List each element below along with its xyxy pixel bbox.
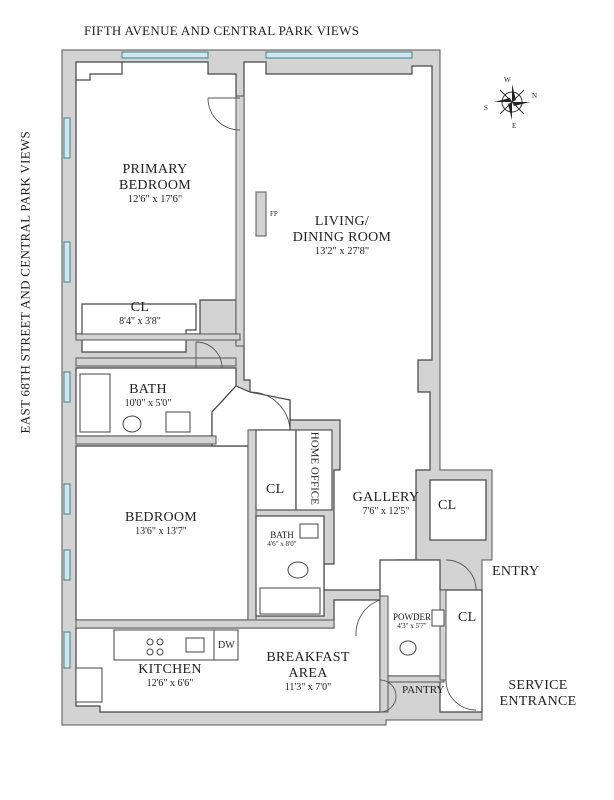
powder-dims: 4'3" x 5'7" [397, 622, 427, 631]
partition-entry [379, 595, 389, 713]
compass-n: N [532, 92, 538, 100]
sink-primary [165, 411, 191, 433]
toilet-small [287, 561, 309, 579]
pantry-label: PANTRY [402, 684, 445, 696]
bedroom-name: BEDROOM [124, 510, 198, 525]
closet-gallery-label: CL [438, 498, 457, 513]
service-line2: ENTRANCE [499, 694, 577, 710]
partition-bath-bedroom [75, 435, 217, 445]
primary-bedroom-dims: 12'6" x 17'6" [127, 194, 183, 206]
window-top-1 [121, 51, 209, 59]
primary-bedroom-label: PRIMARY BEDROOM 12'6" x 17'6" [100, 162, 210, 206]
partition-bedroom-living [235, 95, 245, 347]
door-pantry [379, 679, 397, 713]
partition-pantry [387, 675, 445, 683]
home-office-label: HOME OFFICE [308, 431, 321, 505]
closet-primary-dims: 8'4" x 3'8" [119, 316, 161, 328]
breakfast-dims: 11'3" x 7'0" [284, 682, 332, 694]
window-left-6 [63, 631, 71, 669]
bedroom-dims: 13'6" x 13'7" [135, 526, 187, 538]
bedroom-label: BEDROOM 13'6" x 13'7" [116, 510, 206, 538]
powder-toilet [399, 640, 417, 656]
refrigerator [75, 667, 103, 703]
home-office-block [255, 429, 333, 511]
closet-primary-name: CL [130, 300, 150, 315]
breakfast-label: BREAKFAST AREA 11'3" x 7'0" [256, 650, 360, 694]
window-left-2 [63, 241, 71, 283]
window-left-5 [63, 549, 71, 581]
window-left-1 [63, 117, 71, 159]
powder-label: POWDER 4'3" x 5'7" [390, 612, 434, 630]
breakfast-name1: BREAKFAST [266, 650, 350, 665]
closet-entry-label: CL [458, 610, 477, 625]
burner-1 [146, 638, 154, 646]
kitchen-label: KITCHEN 12'6" x 6'6" [120, 662, 220, 690]
sink-small [299, 523, 319, 539]
gallery-label: GALLERY 7'6" x 12'5" [346, 490, 426, 518]
dishwasher [213, 629, 239, 661]
door-closet [195, 341, 223, 369]
closet-primary-label: CL 8'4" x 3'8" [100, 300, 180, 328]
bath-primary-name: BATH [129, 382, 167, 397]
door-primary-bedroom [207, 97, 241, 131]
burner-4 [156, 648, 164, 656]
bath-primary-label: BATH 10'0" x 5'0" [108, 382, 188, 410]
window-left-4 [63, 483, 71, 515]
view-label-left: EAST 68TH STREET AND CENTRAL PARK VIEWS [17, 130, 33, 434]
living-dining-label: LIVING/ DINING ROOM 13'2" x 27'8" [282, 214, 402, 258]
window-left-3 [63, 371, 71, 403]
living-name2: DINING ROOM [292, 230, 392, 246]
bathtub-primary [79, 373, 111, 433]
bath-small-dims: 4'6" x 8'0" [267, 540, 297, 549]
kitchen-name: KITCHEN [138, 662, 202, 677]
bath-small-name: BATH [270, 530, 294, 540]
compass-s: S [484, 104, 488, 112]
window-top-2 [265, 51, 413, 59]
bathtub-small [259, 587, 321, 615]
door-service [445, 679, 477, 711]
breakfast-name2: AREA [288, 666, 328, 682]
partition-powder [439, 589, 447, 681]
gallery-dims: 7'6" x 12'5" [362, 506, 410, 518]
powder-name: POWDER [393, 612, 431, 622]
bath-small-label: BATH 4'6" x 8'0" [262, 530, 302, 548]
compass-w: W [504, 76, 511, 84]
partition-bedroom-east [247, 429, 257, 623]
fireplace-label: FP [270, 210, 278, 218]
primary-bedroom-name2: BEDROOM [118, 178, 192, 194]
living-dims: 13'2" x 27'8" [314, 246, 370, 258]
living-name1: LIVING/ [314, 214, 370, 229]
fireplace [255, 191, 267, 237]
door-entry [445, 559, 477, 591]
primary-bedroom-floor [75, 61, 241, 343]
partition-kitchen [75, 619, 335, 629]
service-entrance-label: SERVICE ENTRANCE [496, 678, 580, 710]
powder-sink [431, 609, 445, 627]
burner-3 [146, 648, 154, 656]
kitchen-dims: 12'6" x 6'6" [146, 678, 194, 690]
compass-e: E [512, 122, 517, 130]
bath-primary-dims: 10'0" x 5'0" [124, 398, 172, 410]
view-label-top: FIFTH AVENUE AND CENTRAL PARK VIEWS [84, 23, 360, 38]
primary-bedroom-name1: PRIMARY [122, 162, 188, 177]
closet-gallery-floor [429, 479, 487, 541]
door-powder [355, 599, 381, 637]
partition-closet [75, 333, 241, 341]
dw-label: DW [218, 640, 235, 651]
kitchen-sink [185, 637, 205, 653]
partition-bath [75, 357, 237, 367]
entry-label: ENTRY [492, 564, 540, 579]
service-line1: SERVICE [508, 678, 568, 693]
toilet-primary [122, 415, 142, 433]
closet-home-label: CL [266, 482, 285, 497]
compass-icon [494, 84, 530, 120]
gallery-name: GALLERY [352, 490, 420, 505]
burner-2 [156, 638, 164, 646]
door-hall [249, 391, 291, 431]
